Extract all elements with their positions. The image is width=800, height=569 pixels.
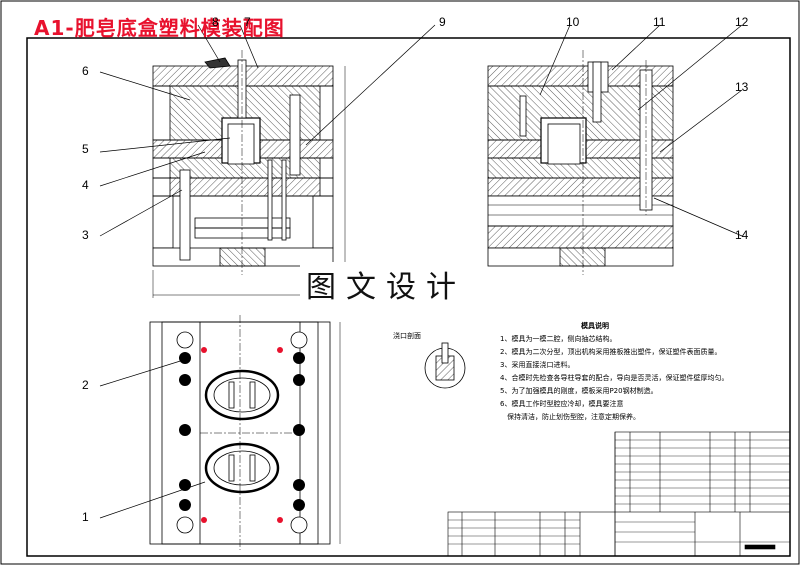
callout-13: 13 — [735, 80, 749, 94]
front-section-view — [152, 50, 346, 298]
note-line: 3、采用直接浇口进料。 — [500, 361, 575, 369]
callout-5: 5 — [82, 142, 89, 156]
callout-leaders — [99, 24, 743, 519]
callout-4: 4 — [82, 178, 89, 192]
note-line: 1、模具为一模二腔，侧向抽芯结构。 — [500, 335, 617, 343]
notes-heading: 模具说明 — [581, 322, 609, 330]
callout-6: 6 — [82, 64, 89, 78]
note-line: 保持清洁，防止划伤型腔，注意定期保养。 — [500, 413, 640, 421]
note-line: 6、模具工作时型腔应冷却，模具要注意 — [500, 400, 624, 408]
title-block — [447, 431, 791, 557]
note-line: 5、为了加强模具的刚度，模板采用P20钢材制造。 — [500, 387, 658, 395]
callout-10: 10 — [566, 15, 580, 29]
callout-1: 1 — [82, 510, 89, 524]
drawing-title: A1-肥皂底盒塑料模装配图 — [34, 16, 285, 40]
note-line: 2、模具为二次分型，顶出机构采用推板推出塑件，保证塑件表面质量。 — [500, 348, 722, 356]
gate-detail — [424, 342, 466, 389]
gate-view-label: 浇口剖面 — [393, 332, 421, 340]
callout-2: 2 — [82, 378, 89, 392]
inner-border — [26, 37, 791, 557]
callout-11: 11 — [653, 15, 666, 29]
callout-14: 14 — [735, 228, 749, 242]
plan-view — [149, 315, 341, 550]
callout-12: 12 — [735, 15, 749, 29]
note-line: 4、合模时先检查各导柱导套的配合，导向是否灵活，保证塑件壁厚均匀。 — [500, 374, 729, 382]
technical-notes: 模具说明 1、模具为一模二腔，侧向抽芯结构。 2、模具为二次分型，顶出机构采用推… — [500, 320, 730, 424]
callout-8: 8 — [212, 15, 219, 29]
callout-9: 9 — [439, 15, 446, 29]
callout-3: 3 — [82, 228, 89, 242]
watermark-text: 图文设计 — [300, 262, 472, 306]
callout-7: 7 — [244, 15, 251, 29]
side-section-view — [487, 50, 674, 275]
